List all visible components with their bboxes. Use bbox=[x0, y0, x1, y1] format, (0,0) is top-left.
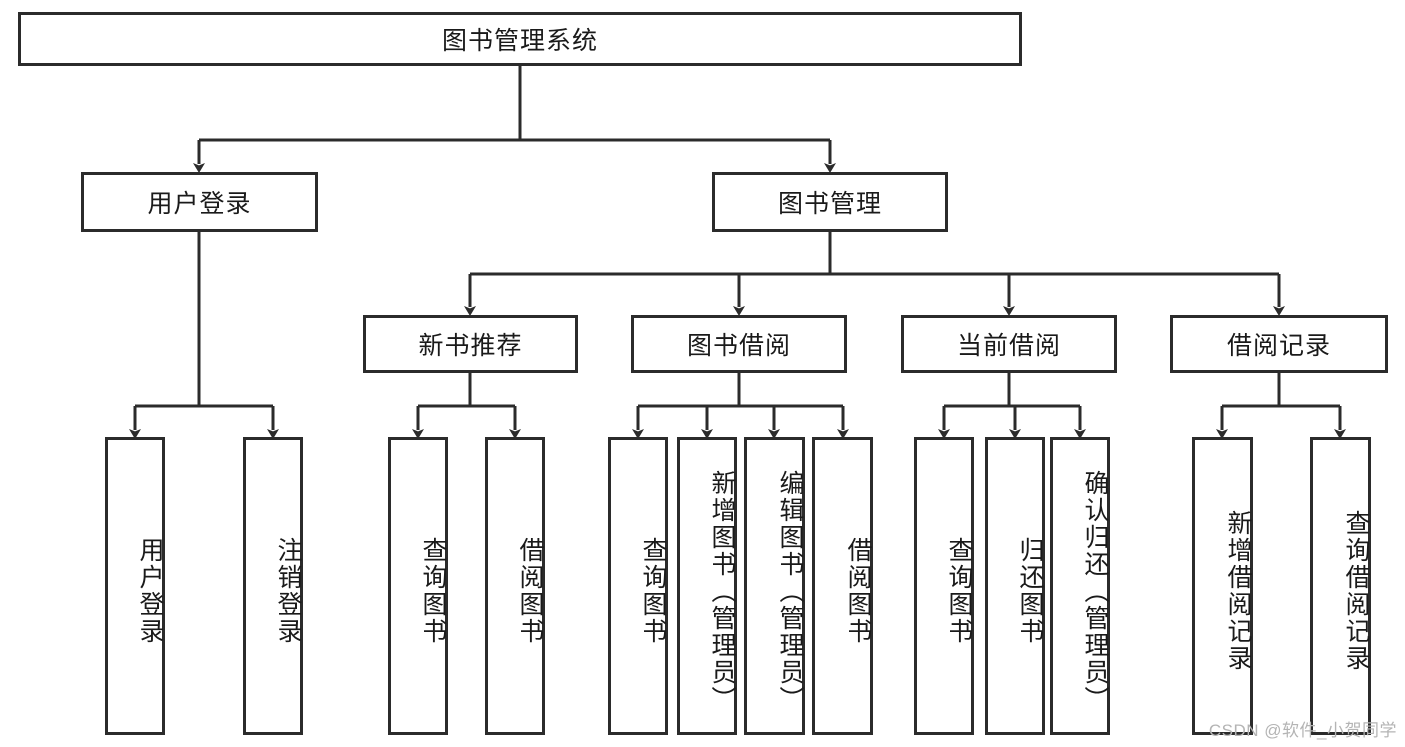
node-label: 新增图书（管理员） bbox=[708, 469, 736, 713]
node-label: 确认归还（管理员） bbox=[1081, 469, 1109, 713]
node-label: 新书推荐 bbox=[418, 332, 523, 360]
leaf-user-login-login[interactable]: 用户登录 bbox=[105, 437, 165, 735]
node-label: 查询借阅记录 bbox=[1342, 510, 1370, 672]
leaf-current-borrow-return[interactable]: 归还图书 bbox=[985, 437, 1045, 735]
node-label: 归还图书 bbox=[1016, 537, 1044, 645]
node-label: 借阅图书 bbox=[516, 537, 544, 645]
node-label: 图书管理系统 bbox=[441, 27, 598, 55]
leaf-borrow-record-query[interactable]: 查询借阅记录 bbox=[1310, 437, 1371, 735]
node-label: 用户登录 bbox=[136, 537, 164, 645]
node-borrow-record[interactable]: 借阅记录 bbox=[1170, 315, 1388, 373]
node-label: 用户登录 bbox=[147, 190, 252, 218]
csdn-watermark: CSDN @软件_小贺同学 bbox=[1208, 721, 1397, 740]
leaf-user-login-logout[interactable]: 注销登录 bbox=[243, 437, 303, 735]
node-label: 查询图书 bbox=[639, 537, 667, 645]
leaf-current-borrow-query[interactable]: 查询图书 bbox=[914, 437, 974, 735]
leaf-book-borrow-query[interactable]: 查询图书 bbox=[608, 437, 668, 735]
leaf-current-borrow-confirm-return[interactable]: 确认归还（管理员） bbox=[1050, 437, 1110, 735]
node-book-borrow[interactable]: 图书借阅 bbox=[631, 315, 847, 373]
node-label: 查询图书 bbox=[945, 537, 973, 645]
node-root-book-management-system[interactable]: 图书管理系统 bbox=[18, 12, 1022, 66]
leaf-book-borrow-borrow[interactable]: 借阅图书 bbox=[812, 437, 873, 735]
leaf-new-book-borrow[interactable]: 借阅图书 bbox=[485, 437, 545, 735]
leaf-book-borrow-add[interactable]: 新增图书（管理员） bbox=[677, 437, 737, 735]
node-label: 借阅图书 bbox=[844, 537, 872, 645]
node-label: 新增借阅记录 bbox=[1224, 510, 1252, 672]
leaf-new-book-query[interactable]: 查询图书 bbox=[388, 437, 448, 735]
node-label: 编辑图书（管理员） bbox=[776, 469, 804, 713]
node-user-login[interactable]: 用户登录 bbox=[81, 172, 318, 232]
node-label: 当前借阅 bbox=[956, 332, 1061, 360]
leaf-borrow-record-add[interactable]: 新增借阅记录 bbox=[1192, 437, 1253, 735]
leaf-book-borrow-edit[interactable]: 编辑图书（管理员） bbox=[744, 437, 805, 735]
node-current-borrow[interactable]: 当前借阅 bbox=[901, 315, 1117, 373]
node-label: 图书管理 bbox=[777, 190, 882, 218]
node-label: 注销登录 bbox=[274, 537, 302, 645]
node-label: 借阅记录 bbox=[1226, 332, 1331, 360]
node-book-management[interactable]: 图书管理 bbox=[712, 172, 948, 232]
node-label: 查询图书 bbox=[419, 537, 447, 645]
node-new-book-recommend[interactable]: 新书推荐 bbox=[363, 315, 578, 373]
node-label: 图书借阅 bbox=[686, 332, 791, 360]
